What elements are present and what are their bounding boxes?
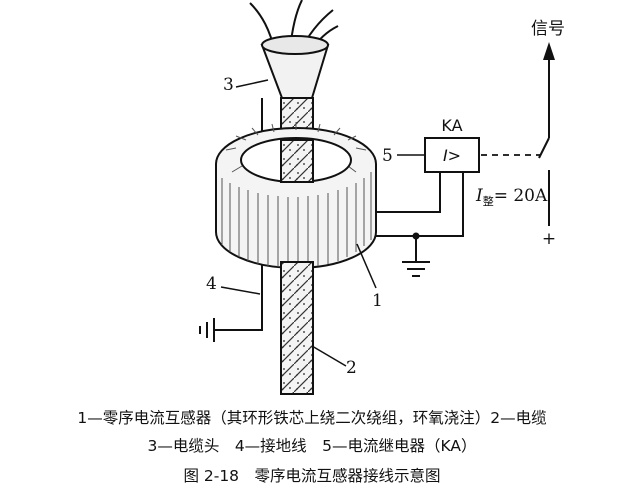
junction-dot (412, 232, 420, 240)
setting-label: I整= 20A (475, 186, 548, 208)
callout-5: 5 (382, 146, 393, 166)
caption-line-2: 3—电缆头 4—接地线 5—电流继电器（KA） (147, 437, 477, 455)
figure-title: 图 2-18 零序电流互感器接线示意图 (183, 467, 441, 485)
signal-label: 信号 (531, 19, 565, 39)
callout-4: 4 (206, 274, 217, 294)
relay-symbol: I> (443, 146, 461, 165)
cable-lower (280, 261, 314, 395)
secondary-wiring (376, 172, 464, 262)
callout-2: 2 (346, 358, 357, 378)
callout-1: 1 (372, 291, 383, 311)
ground-symbol-left (199, 318, 215, 342)
signal-arrow (543, 42, 555, 60)
plus-label: + (542, 229, 556, 249)
signal-contact (538, 57, 550, 226)
cable-head (260, 35, 330, 99)
relay-name: KA (441, 116, 462, 135)
callout-3: 3 (223, 75, 234, 95)
ct-wiring-diagram: I> KA 信号 + I整= 20A 3 4 1 2 5 (199, 0, 565, 395)
caption-line-1: 1—零序电流互感器（其环形铁芯上绕二次绕组，环氧浇注）2—电缆 (77, 409, 547, 427)
leader-lines (220, 79, 425, 367)
ground-symbol-right (402, 261, 430, 277)
